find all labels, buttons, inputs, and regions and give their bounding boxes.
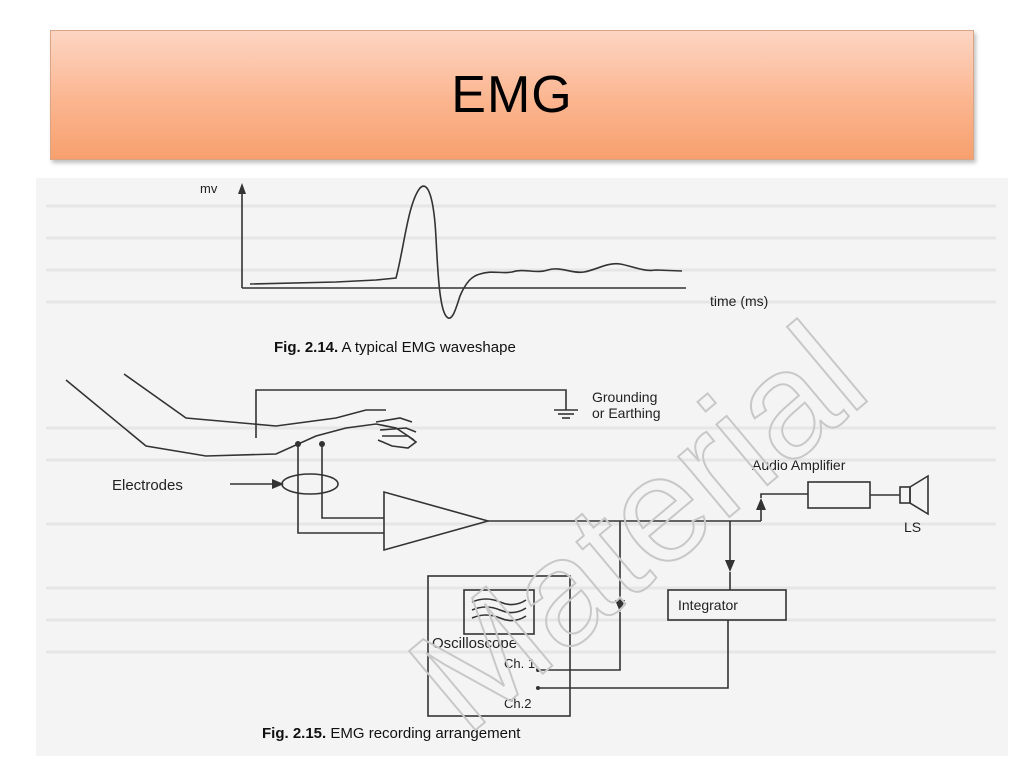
electrode-loop [281, 473, 339, 495]
slide-title: EMG [451, 66, 573, 124]
integrator-label: Integrator [678, 597, 738, 613]
fig215-caption: Fig. 2.15. EMG recording arrangement [262, 725, 521, 742]
audio-amplifier-label: Audio Amplifier [752, 457, 846, 473]
ch1-line [538, 612, 621, 671]
arm-outline [65, 379, 418, 457]
integrator-arrow-icon [725, 560, 735, 572]
fig214-number: Fig. 2.14. [274, 339, 338, 356]
electrodes-label: Electrodes [112, 477, 183, 494]
audio-amplifier-box [807, 481, 871, 509]
ls-label: LS [904, 519, 921, 535]
lead-1 [297, 444, 384, 534]
title-banner: EMG [50, 30, 974, 160]
fig215-text: EMG recording arrangement [326, 725, 521, 742]
emg-wave-trace [249, 185, 683, 319]
scanned-figure: mv time (ms) Fig. 2.14. A typical EMG wa… [36, 178, 1008, 756]
lead-2 [321, 444, 384, 519]
emg-waveform-plot: mv time (ms) Fig. 2.14. A typical EMG wa… [200, 181, 768, 356]
fig214-caption: Fig. 2.14. A typical EMG waveshape [274, 339, 516, 356]
hand-fingers [375, 417, 417, 441]
speaker-icon [909, 474, 929, 516]
scope-arrow-icon [615, 600, 625, 612]
speaker-body [899, 486, 911, 504]
integrator-box [667, 589, 787, 621]
ch1-terminal [536, 668, 540, 672]
scan-texture [46, 204, 996, 654]
oscilloscope-screen [463, 589, 535, 635]
earthing-label: or Earthing [592, 405, 660, 421]
oscilloscope-label: Oscilloscope [432, 635, 517, 652]
oscilloscope-box [427, 575, 571, 717]
electrodes-arrow-icon [272, 479, 284, 489]
x-axis-label: time (ms) [710, 293, 768, 309]
ch2-terminal [536, 686, 540, 690]
audio-input-line [760, 493, 808, 498]
emg-recording-diagram: Grounding or Earthing Electrodes Audio A… [65, 373, 929, 742]
integrator-output-line [538, 620, 729, 689]
grounding-label: Grounding [592, 389, 657, 405]
ground-symbol-icon [554, 409, 578, 419]
emg-figure-svg: mv time (ms) Fig. 2.14. A typical EMG wa… [46, 181, 996, 756]
ch1-label: Ch. 1 [504, 656, 535, 671]
fig215-number: Fig. 2.15. [262, 725, 326, 742]
differential-amplifier [383, 490, 491, 552]
audio-branch-arrow-icon [756, 498, 766, 510]
oscilloscope-trace-icon [471, 598, 527, 622]
y-axis-arrow-icon [238, 183, 246, 194]
arm-outline-upper [123, 373, 386, 427]
ch2-label: Ch.2 [504, 696, 531, 711]
y-axis-label: mv [200, 181, 218, 196]
fig214-text: A typical EMG waveshape [338, 339, 516, 356]
ground-wire [255, 389, 567, 438]
